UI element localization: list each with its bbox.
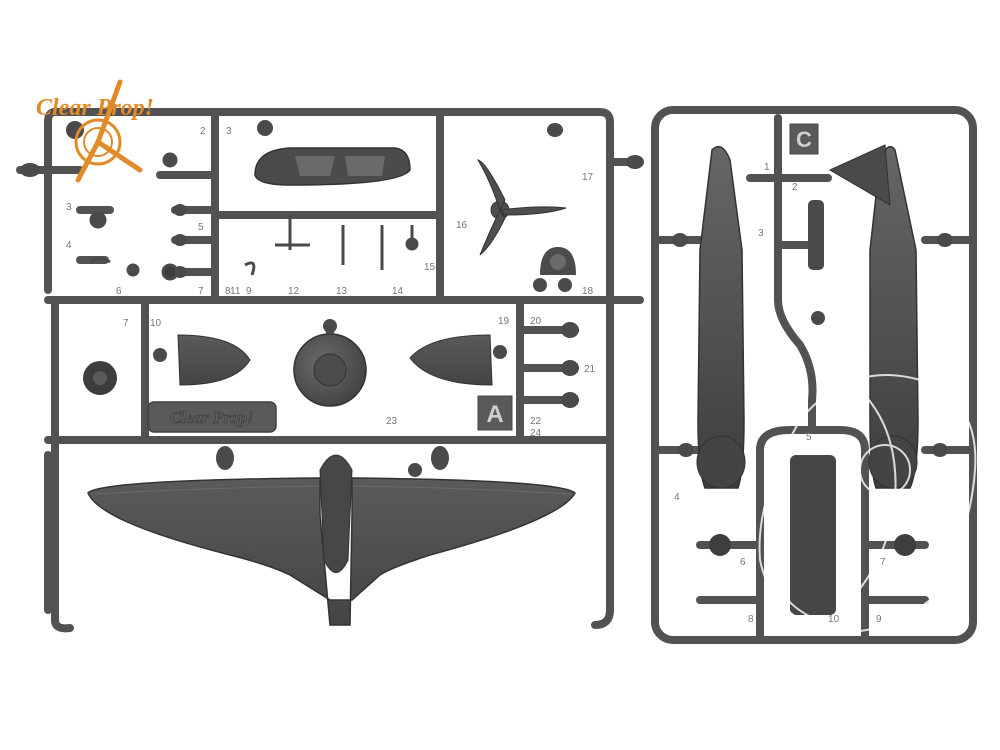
part-number: 8 — [225, 286, 231, 297]
sprue-c-letter-tag: C — [789, 123, 819, 155]
sprue-c — [651, 106, 977, 644]
part-number: 7 — [880, 557, 886, 568]
part-number: 1 — [764, 162, 770, 173]
tailplane-left — [177, 334, 251, 386]
sprue-a-part-numbers: 2 3 3 4 5 6 7 7 8 9 10 11 12 13 14 15 16… — [66, 126, 596, 439]
fuselage-left-half — [696, 145, 746, 489]
part-number: 11 — [230, 286, 241, 297]
part-number: 22 — [530, 416, 542, 427]
wing-part — [87, 454, 576, 626]
part-number: 2 — [200, 126, 206, 137]
part-number: 4 — [674, 492, 680, 503]
part-number: 19 — [498, 316, 510, 327]
stand-disc — [293, 319, 367, 407]
propeller-part — [476, 159, 567, 256]
part-number: 20 — [530, 316, 542, 327]
part-number: 6 — [116, 286, 122, 297]
part-number: 4 — [66, 240, 72, 251]
part-number: 10 — [150, 318, 162, 329]
sprue-letter-a: A — [486, 401, 503, 428]
part-number: 6 — [740, 557, 746, 568]
part-number: 9 — [246, 286, 252, 297]
part-number: 8 — [748, 614, 754, 625]
part-number: 7 — [198, 286, 204, 297]
fuselage-right-half — [828, 144, 919, 489]
sprue-c-part-numbers: 1 2 3 4 5 6 7 8 9 10 — [674, 162, 886, 625]
part-number: 23 — [386, 416, 398, 427]
embossed-logo-text: Clear Prop! — [170, 408, 254, 427]
part-number: 5 — [806, 432, 812, 443]
cockpit-part — [254, 147, 411, 186]
part-number: 14 — [392, 286, 404, 297]
clear-prop-logo: Clear Prop! — [36, 79, 154, 183]
part-number: 15 — [424, 262, 436, 273]
sprue-a-letter-tag: A — [477, 395, 513, 431]
part-number: 18 — [582, 286, 594, 297]
part-number: 3 — [226, 126, 232, 137]
part-number: 16 — [456, 220, 468, 231]
engine-part — [83, 361, 117, 395]
logo-text: Clear Prop! — [36, 95, 154, 121]
part-number: 3 — [66, 202, 72, 213]
part-number: 13 — [336, 286, 348, 297]
part-number: 17 — [582, 172, 594, 183]
part-number: 2 — [792, 182, 798, 193]
small-parts — [89, 152, 419, 281]
part-number: 9 — [876, 614, 882, 625]
watermark — [758, 329, 977, 633]
bulkhead-part — [540, 247, 576, 275]
part-number: 12 — [288, 286, 300, 297]
part-number: 24 — [530, 428, 542, 439]
part-number: 3 — [758, 228, 764, 239]
sprue-c-small-parts — [672, 200, 953, 615]
tailplane-right — [409, 334, 493, 386]
part-number: 5 — [198, 222, 204, 233]
part-number: 21 — [584, 364, 596, 375]
sprue-letter-c: C — [796, 127, 812, 152]
part-number: 10 — [828, 614, 840, 625]
part-number: 7 — [123, 318, 129, 329]
embossed-label: Clear Prop! — [147, 401, 277, 433]
